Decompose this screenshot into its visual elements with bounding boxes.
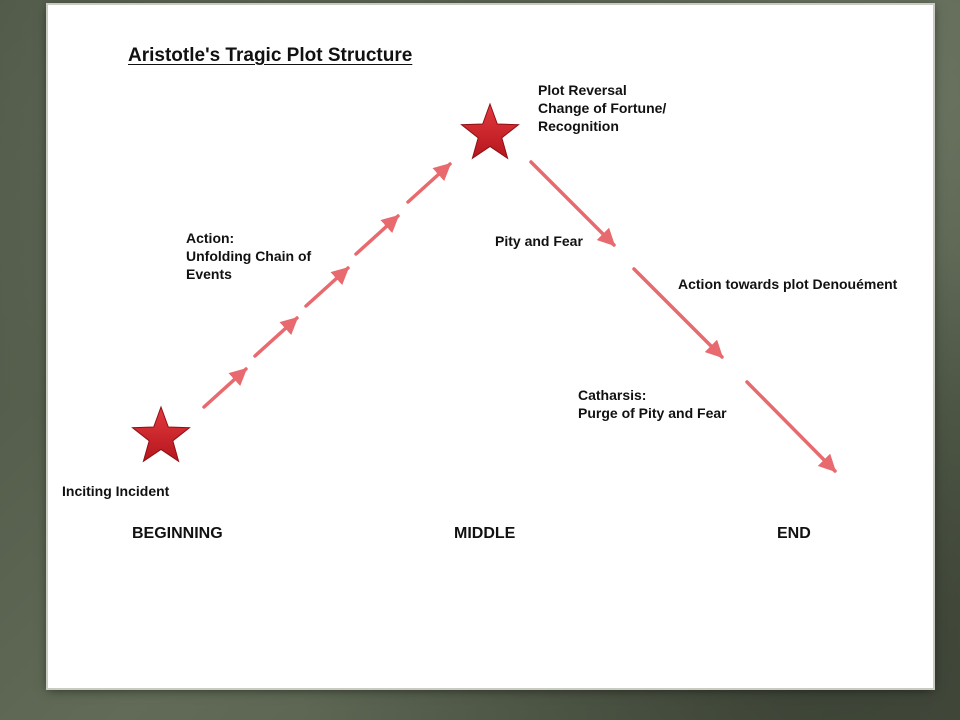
- action-line-3: Events: [186, 266, 232, 282]
- inciting-incident-star-icon: [131, 405, 191, 463]
- plot-reversal-line-2: Change of Fortune/: [538, 100, 667, 116]
- rising-arrow-4: [354, 214, 400, 256]
- denouement-label: Action towards plot Denouément: [678, 276, 898, 292]
- action-line-2: Unfolding Chain of: [186, 248, 312, 264]
- plot-reversal-line-3: Recognition: [538, 118, 619, 134]
- rising-arrow-1: [202, 367, 248, 409]
- plot-reversal-line-1: Plot Reversal: [538, 82, 627, 98]
- falling-arrow-2: [632, 267, 724, 359]
- plot-reversal-label: Plot Reversal Change of Fortune/ Recogni…: [538, 81, 666, 135]
- action-label: Action: Unfolding Chain of Events: [186, 229, 311, 283]
- rising-arrow-3: [304, 266, 350, 308]
- catharsis-line-2: Purge of Pity and Fear: [578, 405, 727, 421]
- falling-arrow-1: [529, 160, 616, 247]
- stage-beginning: BEGINNING: [132, 525, 223, 542]
- rising-action-arrows: [202, 162, 452, 409]
- inciting-incident-label: Inciting Incident: [62, 483, 170, 499]
- rising-arrow-5: [406, 162, 452, 204]
- plot-diagram: [131, 102, 837, 473]
- falling-action-arrows: [529, 160, 837, 473]
- stage-end: END: [777, 525, 811, 542]
- catharsis-line-1: Catharsis:: [578, 387, 647, 403]
- action-line-1: Action:: [186, 230, 235, 246]
- slide: Aristotle's Tragic Plot Structure Plot R…: [48, 5, 933, 688]
- plot-reversal-star-icon: [460, 102, 520, 160]
- catharsis-label: Catharsis: Purge of Pity and Fear: [578, 386, 727, 422]
- falling-arrow-3: [745, 380, 837, 473]
- rising-arrow-2: [253, 316, 299, 358]
- pity-and-fear-label: Pity and Fear: [495, 233, 583, 249]
- stage-middle: MIDDLE: [454, 525, 516, 542]
- diagram-title: Aristotle's Tragic Plot Structure: [128, 45, 413, 66]
